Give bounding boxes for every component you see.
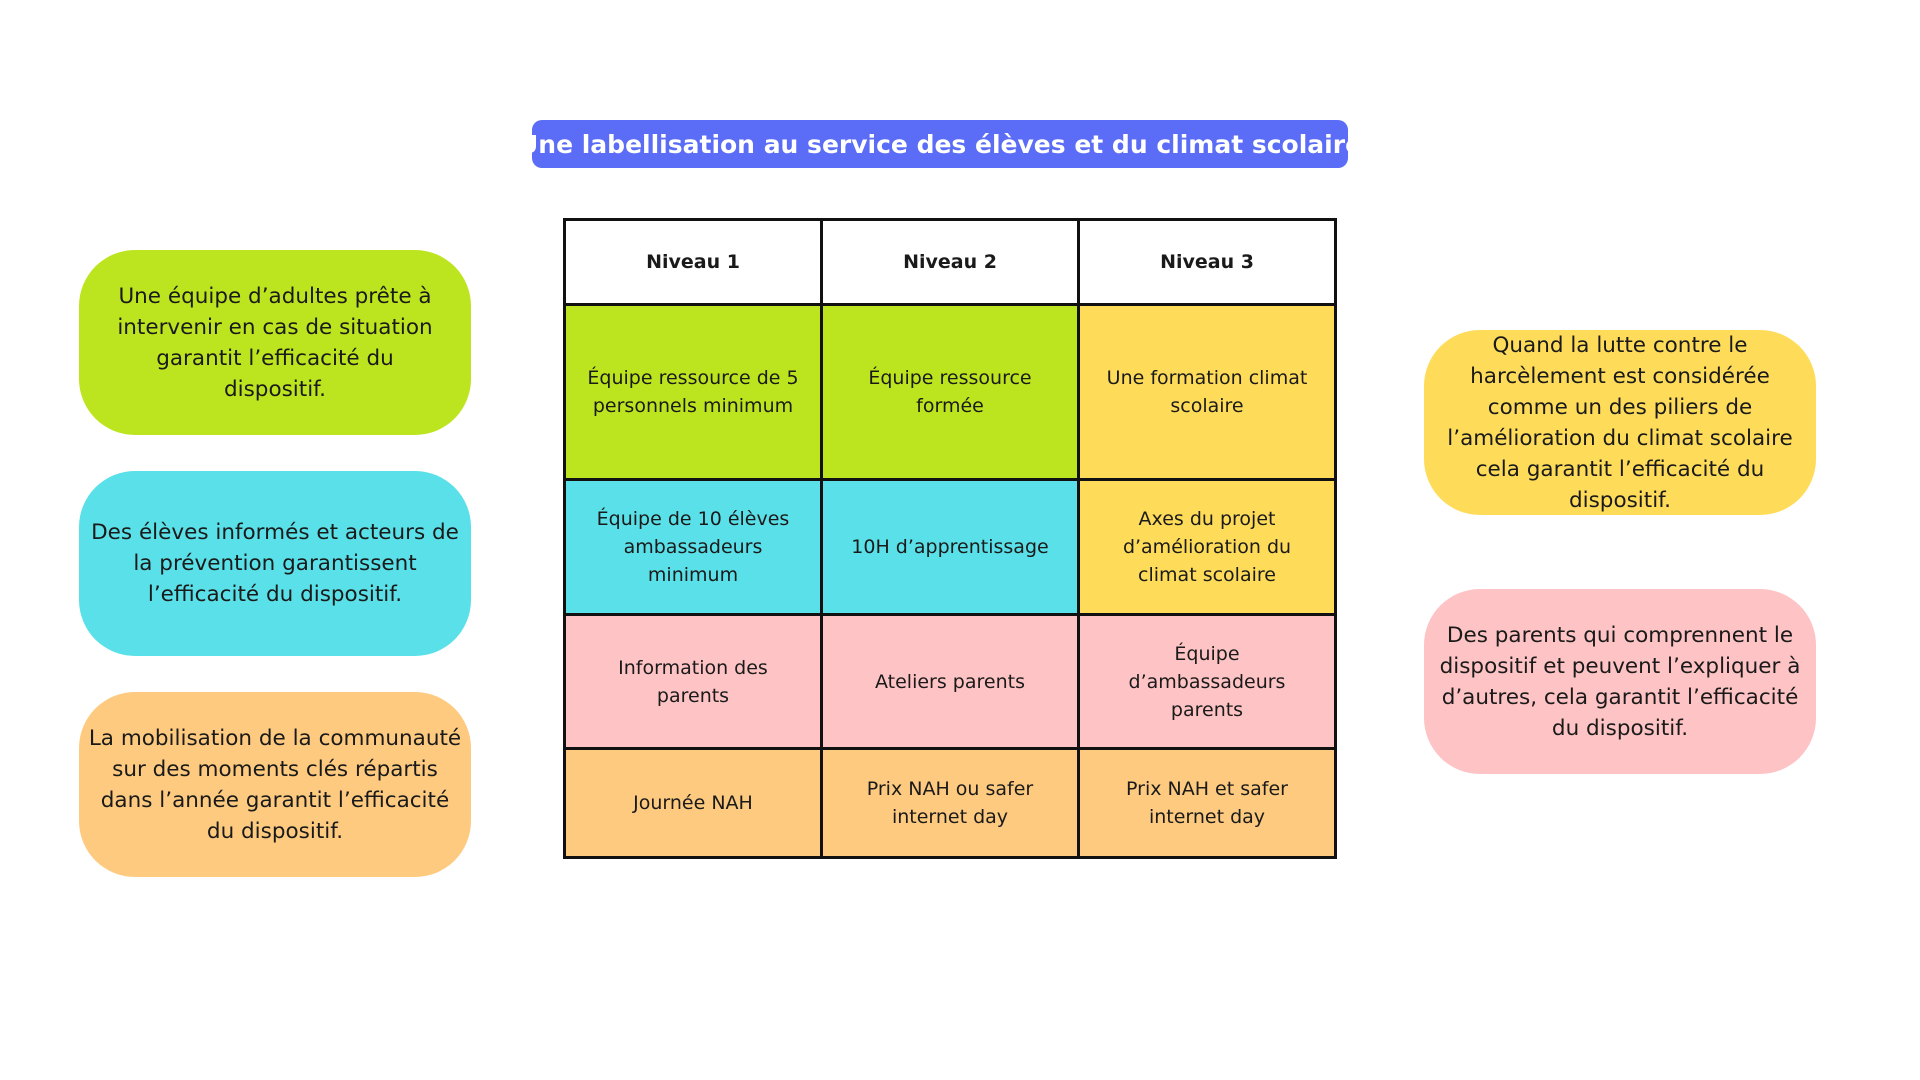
table-cell: Journée NAH — [563, 747, 823, 859]
table-header-row: Niveau 1 Niveau 2 Niveau 3 — [563, 218, 1337, 306]
table-row: Équipe de 10 élèves ambassadeurs minimum… — [563, 478, 1337, 616]
bubble-text: Des élèves informés et acteurs de la pré… — [91, 520, 459, 607]
table-cell: Axes du projet d’amélioration du climat … — [1077, 478, 1337, 616]
bubble-text: Quand la lutte contre le harcèlement est… — [1447, 332, 1793, 513]
bubble-text: Une équipe d’adultes prête à intervenir … — [117, 283, 433, 402]
table-cell: Équipe ressource formée — [820, 303, 1080, 481]
left-bubble-community: La mobilisation de la communauté sur des… — [79, 692, 471, 877]
table-cell: Prix NAH et safer internet day — [1077, 747, 1337, 859]
header-level-2: Niveau 2 — [820, 218, 1080, 306]
header-level-1: Niveau 1 — [563, 218, 823, 306]
table-cell: Équipe de 10 élèves ambassadeurs minimum — [563, 478, 823, 616]
table-cell: Prix NAH ou safer internet day — [820, 747, 1080, 859]
right-bubble-climate: Quand la lutte contre le harcèlement est… — [1424, 330, 1816, 515]
table-cell: Une formation climat scolaire — [1077, 303, 1337, 481]
table-cell: 10H d’apprentissage — [820, 478, 1080, 616]
bubble-text: Des parents qui comprennent le dispositi… — [1439, 622, 1801, 741]
table-cell: Ateliers parents — [820, 613, 1080, 750]
table-cell: Information des parents — [563, 613, 823, 750]
table-cell: Équipe d’ambassadeurs parents — [1077, 613, 1337, 750]
right-bubble-parents: Des parents qui comprennent le dispositi… — [1424, 589, 1816, 774]
levels-table: Niveau 1 Niveau 2 Niveau 3 Équipe ressou… — [563, 218, 1337, 859]
left-bubble-adult-team: Une équipe d’adultes prête à intervenir … — [79, 250, 471, 435]
header-level-3: Niveau 3 — [1077, 218, 1337, 306]
table-row: Équipe ressource de 5 personnels minimum… — [563, 303, 1337, 481]
bubble-text: La mobilisation de la communauté sur des… — [88, 725, 462, 844]
page-title: Une labellisation au service des élèves … — [518, 120, 1362, 168]
table-row: Information des parents Ateliers parents… — [563, 613, 1337, 750]
left-bubble-students: Des élèves informés et acteurs de la pré… — [79, 471, 471, 656]
table-cell: Équipe ressource de 5 personnels minimum — [563, 303, 823, 481]
table-row: Journée NAH Prix NAH ou safer internet d… — [563, 747, 1337, 859]
